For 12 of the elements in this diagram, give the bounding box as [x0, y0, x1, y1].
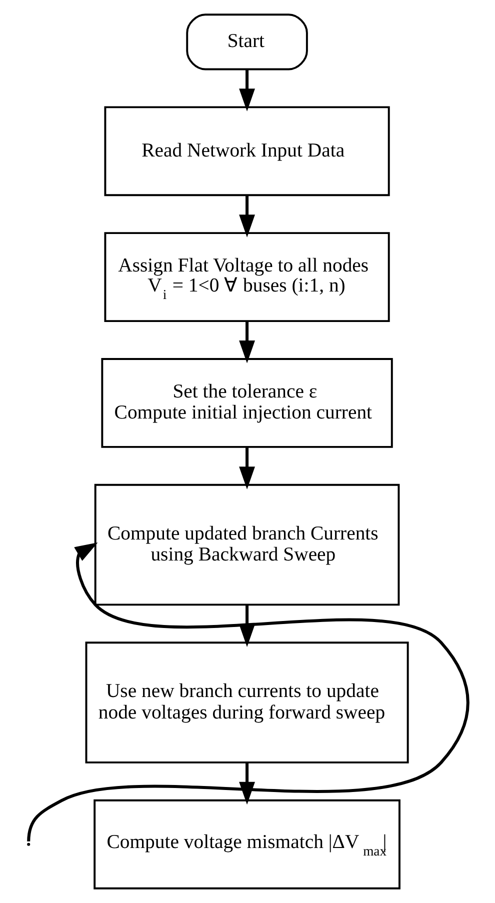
- node-box: Compute voltage mismatch |ΔV$_{max}$|: [93, 799, 400, 890]
- node-box: Start: [186, 14, 308, 70]
- arrow: [238, 322, 255, 364]
- node-box: Assign Flat Voltage to all nodes V$_{i}$ = 1<0 ∀ buses (i:1, n): [104, 232, 390, 322]
- arrow: [26, 542, 469, 842]
- arrow: [238, 70, 255, 112]
- node-box: Compute updated branch Currents using Backward Sweep: [94, 484, 400, 606]
- node-box: Read Network Input Data: [104, 106, 390, 196]
- arrow: [238, 196, 255, 238]
- node-box: Set the tolerance ε Compute initial injection current: [100, 358, 392, 448]
- node-box: Use new branch currents to update node voltages during forward sweep: [84, 642, 408, 764]
- arrow: [238, 448, 255, 490]
